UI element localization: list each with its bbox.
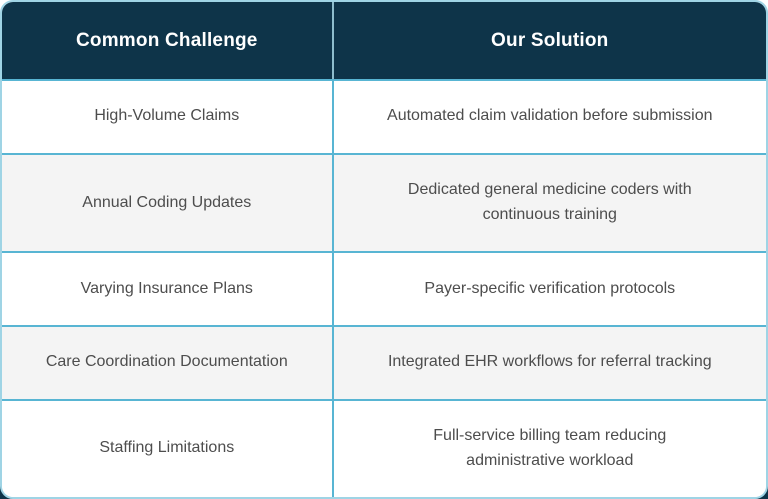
solution-text: Integrated EHR workflows for referral tr…: [387, 353, 712, 371]
table-row: High-Volume Claims Automated claim valid…: [2, 79, 766, 153]
table-header-row: Common Challenge Our Solution: [2, 2, 766, 79]
solution-cell: Integrated EHR workflows for referral tr…: [334, 327, 766, 399]
challenge-text: Varying Insurance Plans: [80, 279, 253, 297]
solution-cell: Automated claim validation before submis…: [334, 81, 766, 153]
challenge-cell: High-Volume Claims: [2, 81, 334, 153]
table-row: Varying Insurance Plans Payer-specific v…: [2, 251, 766, 325]
solution-text: Full-service billing team reducing admin…: [433, 426, 667, 469]
header-cell-common-challenge: Common Challenge: [2, 2, 334, 79]
solution-cell: Payer-specific verification protocols: [334, 253, 766, 325]
solution-text: Payer-specific verification protocols: [424, 279, 676, 297]
table-row: Staffing Limitations Full-service billin…: [2, 398, 766, 497]
challenge-text: High-Volume Claims: [94, 107, 240, 125]
solution-text: Dedicated general medicine coders with c…: [407, 181, 692, 223]
solution-cell: Dedicated general medicine coders with c…: [334, 155, 766, 251]
solution-cell: Full-service billing team reducing admin…: [334, 401, 766, 497]
challenge-cell: Care Coordination Documentation: [2, 326, 334, 399]
challenge-text: Care Coordination Documentation: [45, 353, 288, 371]
challenge-cell: Staffing Limitations: [2, 400, 334, 497]
challenge-cell: Varying Insurance Plans: [2, 253, 334, 325]
challenge-cell: Annual Coding Updates: [2, 154, 334, 252]
solution-text: Automated claim validation before submis…: [387, 107, 713, 125]
table-row: Care Coordination Documentation Integrat…: [2, 324, 766, 399]
table-row: Annual Coding Updates Dedicated general …: [2, 152, 766, 252]
challenge-text: Staffing Limitations: [99, 439, 235, 457]
header-cell-our-solution: Our Solution: [491, 29, 609, 51]
challenge-text: Annual Coding Updates: [82, 193, 252, 211]
